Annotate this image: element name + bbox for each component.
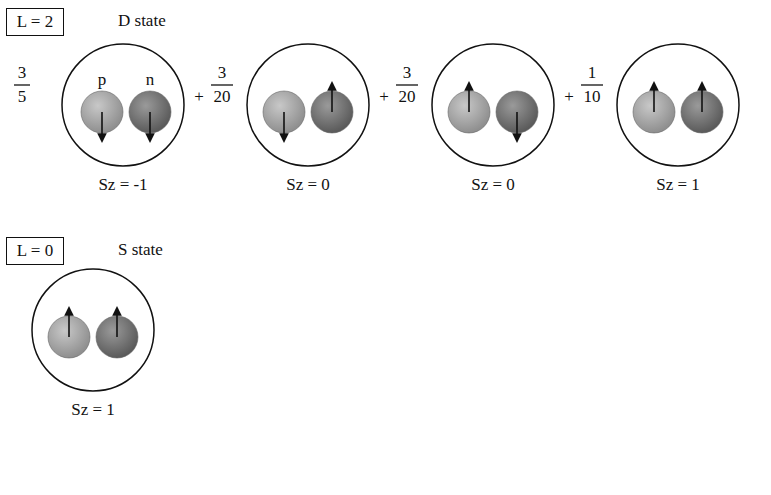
spin-projection-label: Sz = 1	[656, 176, 700, 195]
circle-outline	[246, 43, 370, 167]
plus-sign: +	[564, 88, 574, 107]
quantum-number-text: L = 2	[17, 13, 53, 32]
circle-outline	[61, 43, 185, 167]
fraction-number: 3	[218, 64, 227, 83]
circle-outline	[32, 269, 154, 391]
plus-sign: +	[194, 88, 204, 107]
spin-projection-label: Sz = 0	[286, 176, 330, 195]
state-label: S state	[118, 241, 163, 260]
nucleon-spheres	[48, 91, 723, 358]
fraction-number: 3	[18, 64, 27, 83]
circle-outline	[617, 44, 739, 166]
deuteron-circle: Sz = 0	[246, 43, 370, 167]
deuteron-circle: Sz = 1	[616, 43, 740, 167]
deuteron-circle: pnSz = -1	[61, 43, 185, 167]
plus-sign: +	[379, 88, 389, 107]
nucleon-label: p	[98, 71, 107, 90]
circle-outline	[616, 43, 740, 167]
quantum-number-box: L = 0	[6, 237, 64, 265]
spin-arrows	[69, 83, 702, 337]
circle-outline	[62, 44, 184, 166]
spin-projection-label: Sz = -1	[98, 176, 147, 195]
deuteron-circle: Sz = 1	[31, 268, 155, 392]
circle-outline	[31, 268, 155, 392]
circle-outline	[432, 44, 554, 166]
fraction-number: 1	[588, 64, 597, 83]
quantum-number-text: L = 0	[17, 242, 53, 261]
fraction-number: 10	[584, 88, 601, 107]
fraction-number: 5	[18, 88, 27, 107]
circle-outline	[431, 43, 555, 167]
fraction-number: 20	[214, 88, 231, 107]
fraction-number: 3	[403, 64, 412, 83]
circle-outline	[247, 44, 369, 166]
spin-projection-label: Sz = 1	[71, 401, 115, 420]
fraction-number: 20	[399, 88, 416, 107]
quantum-number-box: L = 2	[6, 8, 64, 36]
spin-projection-label: Sz = 0	[471, 176, 515, 195]
nucleon-label: n	[146, 71, 155, 90]
deuteron-circle: Sz = 0	[431, 43, 555, 167]
state-label: D state	[118, 12, 166, 31]
